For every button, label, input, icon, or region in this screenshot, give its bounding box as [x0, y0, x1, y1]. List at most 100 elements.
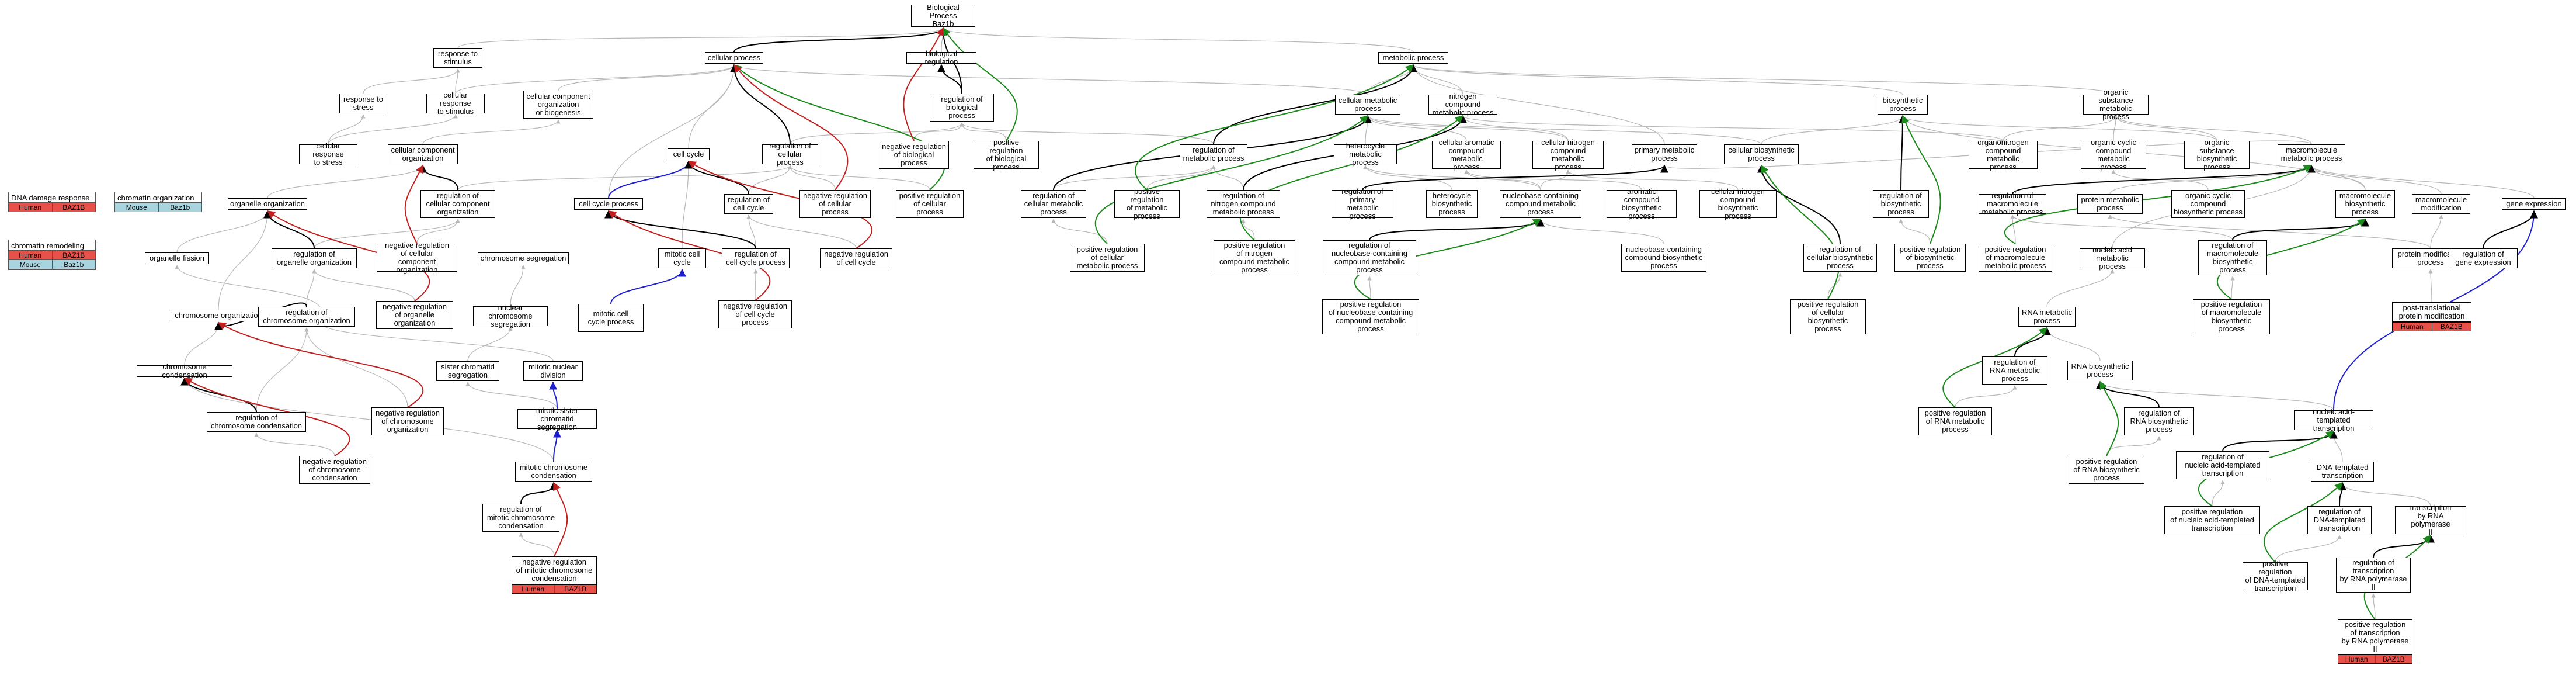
node-cc-org-biogenesis[interactable]: cellular component organization or bioge… [523, 91, 593, 119]
node-reg-rna-bios[interactable]: regulation of RNA biosynthetic process [2124, 407, 2194, 435]
node-pos-reg-met[interactable]: positive regulation of metabolic process [1114, 188, 1180, 220]
node-reg-cell-bios[interactable]: regulation of cellular biosynthetic proc… [1803, 244, 1877, 272]
node-reg-cc-org[interactable]: regulation of cellular component organiz… [420, 190, 495, 218]
node-neg-reg-cellular[interactable]: negative regulation of cellular process [799, 190, 871, 218]
node-pos-reg-macromol-met[interactable]: positive regulation of macromolecule met… [1979, 244, 2052, 272]
node-reg-nucleobase[interactable]: regulation of nucleobase-containing comp… [1323, 240, 1416, 275]
node-metabolic-process[interactable]: metabolic process [1378, 52, 1448, 64]
node-reg-cell-cycle[interactable]: regulation of cell cycle [724, 194, 773, 214]
node-reg-bio-process[interactable]: regulation of biological process [930, 94, 994, 122]
node-nitrogen-compound[interactable]: nitrogen compound metabolic process [1428, 92, 1497, 117]
node-pos-reg-macromol-bios[interactable]: positive regulation of macromolecule bio… [2193, 299, 2270, 334]
node-chromosome-cond[interactable]: chromosome condensation [137, 363, 232, 379]
node-pos-reg-nucleic-templated[interactable]: positive regulation of nucleic acid-temp… [2164, 506, 2260, 534]
node-organelle-org[interactable]: organelle organization [228, 198, 307, 210]
node-reg-chrom-cond[interactable]: regulation of chromosome condensation [207, 412, 306, 432]
node-nucleobase-bios[interactable]: nucleobase-containing compound biosynthe… [1621, 244, 1706, 272]
node-neg-reg-cell-cycle-proc[interactable]: negative regulation of cell cycle proces… [718, 300, 792, 328]
node-neg-reg-mitotic-chrom-cond[interactable]: negative regulation of mitotic chromosom… [512, 556, 597, 584]
node-cellular-response-stress[interactable]: response to stress [339, 94, 387, 113]
node-chromosome-org[interactable]: chromosome organization [171, 310, 266, 321]
node-cellular-metabolic[interactable]: cellular metabolic process [1335, 95, 1400, 115]
node-nuclear-chrom-seg[interactable]: nuclear chromosome segregation [473, 304, 548, 328]
node-organonitrogen[interactable]: organonitrogen compound metabolic proces… [1969, 139, 2038, 171]
node-organelle-fission[interactable]: organelle fission [145, 252, 209, 264]
node-cell-cycle-process[interactable]: cell cycle process [574, 198, 643, 210]
node-heterocycle-bios[interactable]: heterocycle biosynthetic process [1426, 190, 1478, 218]
node-heterocycle-met[interactable]: heterocycle metabolic process [1334, 142, 1397, 167]
node-neg-reg-organelle[interactable]: negative regulation of organelle organiz… [376, 301, 453, 329]
node-rna-bios[interactable]: RNA biosynthetic process [2067, 361, 2133, 380]
node-reg-biosynthetic[interactable]: regulation of biosynthetic process [1873, 190, 1929, 218]
node-biosynthetic[interactable]: biosynthetic process [1878, 95, 1928, 115]
node-mitotic-nuclear-div[interactable]: mitotic nuclear division [523, 361, 583, 381]
node-macromol-bios[interactable]: macromolecule biosynthetic process [2335, 190, 2395, 218]
node-neg-reg-chrom-cond[interactable]: negative regulation of chromosome conden… [299, 456, 370, 484]
node-nucleic-acid-met[interactable]: nucleic acid metabolic process [2080, 246, 2145, 271]
node-reg-primary[interactable]: regulation of primary metabolic process [1332, 188, 1393, 220]
node-reg-organelle-org[interactable]: regulation of organelle organization [272, 248, 357, 268]
node-post-trans[interactable]: post-translational protein modification [2392, 302, 2471, 322]
node-primary-met[interactable]: primary metabolic process [1632, 144, 1697, 164]
node-mitotic-cell-cycle[interactable]: mitotic cell cycle [658, 248, 706, 268]
node-pos-reg-dna-templated[interactable]: positive regulation of DNA-templated tra… [2243, 560, 2308, 593]
node-neg-reg-cell-cycle[interactable]: negative regulation of cell cycle [820, 248, 892, 268]
node-pos-reg-cell-met[interactable]: positive regulation of cellular metaboli… [1070, 244, 1145, 272]
node-cell-nitrogen-bios[interactable]: cellular nitrogen compound biosynthetic … [1699, 188, 1777, 220]
node-pos-reg-rna-met[interactable]: positive regulation of RNA metabolic pro… [1918, 407, 1992, 435]
node-dna-templated[interactable]: DNA-templated transcription [2311, 462, 2374, 482]
node-reg-macromol-met[interactable]: regulation of macromolecule metabolic pr… [1979, 192, 2046, 216]
node-chromosome-seg[interactable]: chromosome segregation [478, 252, 569, 264]
node-reg-metabolic[interactable]: regulation of metabolic process [1180, 144, 1247, 164]
node-gene-expression[interactable]: gene expression [2502, 198, 2566, 210]
node-reg-cellular-process[interactable]: regulation of cellular process [762, 142, 818, 167]
node-neg-reg-cc-org[interactable]: negative regulation of cellular componen… [377, 241, 457, 274]
node-transcription-pol2[interactable]: transcription by RNA polymerase II [2395, 504, 2466, 536]
node-reg-cell-met[interactable]: regulation of cellular metabolic process [1021, 190, 1086, 218]
node-organic-subst-bios[interactable]: organic substance biosynthetic process [2184, 139, 2250, 171]
node-response-to-stimulus[interactable]: response to stimulus [433, 48, 482, 68]
node-cellular-process[interactable]: cellular process [705, 52, 763, 64]
node-macromol-mod[interactable]: macromolecule modification [2412, 194, 2470, 214]
node-macromolecule-met[interactable]: macromolecule metabolic process [2278, 144, 2345, 164]
node-cell-cycle[interactable]: cell cycle [668, 148, 710, 160]
node-cell-aromatic[interactable]: cellular aromatic compound metabolic pro… [1432, 139, 1501, 171]
node-reg-nucleic-templated[interactable]: regulation of nucleic acid-templated tra… [2176, 451, 2269, 479]
node-pos-reg-cell-bios[interactable]: positive regulation of cellular biosynth… [1790, 299, 1866, 334]
node-organic-substance[interactable]: organic substance metabolic process [2083, 88, 2149, 121]
node-reg-mitotic-chrom-cond[interactable]: regulation of mitotic chromosome condens… [482, 504, 559, 532]
node-organic-cyclic[interactable]: organic cyclic compound metabolic proces… [2081, 139, 2146, 171]
node-cc-organization[interactable]: cellular component organization [388, 144, 458, 164]
node-pos-reg-bios[interactable]: positive regulation of biosynthetic proc… [1894, 244, 1966, 272]
node-reg-gene-expr[interactable]: regulation of gene expression [2449, 248, 2518, 268]
node-mitotic-cell-cycle-proc[interactable]: mitotic cell cycle process [578, 304, 644, 332]
node-nucleobase-met[interactable]: nucleobase-containing compound metabolic… [1500, 190, 1581, 218]
node-mitotic-sister[interactable]: mitotic sister chromatid segregation [517, 407, 597, 431]
node-reg-nitrogen[interactable]: regulation of nitrogen compound metaboli… [1207, 190, 1280, 218]
node-protein-met[interactable]: protein metabolic process [2077, 194, 2143, 214]
node-pos-reg-bio[interactable]: positive regulation of biological proces… [974, 139, 1039, 171]
node-reg-cell-cycle-proc[interactable]: regulation of cell cycle process [722, 248, 790, 268]
node-sister-chromatid[interactable]: sister chromatid segregation [436, 361, 499, 381]
node-cell-biosynthetic[interactable]: cellular biosynthetic process [1724, 144, 1799, 164]
node-pos-reg-nitrogen[interactable]: positive regulation of nitrogen compound… [1214, 240, 1295, 275]
node-bp[interactable]: Biological Process Baz1b [911, 4, 975, 28]
node-pos-reg-nucleobase[interactable]: positive regulation of nucleobase-contai… [1322, 299, 1419, 334]
node-reg-rna-met[interactable]: regulation of RNA metabolic process [1982, 356, 2047, 385]
node-pos-reg-rna-bios[interactable]: positive regulation of RNA biosynthetic … [2069, 456, 2144, 484]
node-cellular-response-stimulus[interactable]: cellular response to stimulus [426, 91, 485, 116]
node-reg-chrom-org[interactable]: regulation of chromosome organization [258, 307, 355, 327]
node-nucleic-templated[interactable]: nucleic acid-templated transcription [2294, 408, 2373, 432]
node-cell-nitrogen-met[interactable]: cellular nitrogen compound metabolic pro… [1532, 139, 1604, 171]
node-reg-transcription-pol2[interactable]: regulation of transcription by RNA polym… [2336, 558, 2411, 593]
node-pos-reg-transcription-pol2[interactable]: positive regulation of transcription by … [2338, 619, 2412, 655]
node-pos-reg-cellular[interactable]: positive regulation of cellular process [896, 190, 964, 218]
node-neg-reg-chrom-org[interactable]: negative regulation of chromosome organi… [371, 407, 444, 435]
node-reg-macromol-bios[interactable]: regulation of macromolecule biosynthetic… [2198, 240, 2267, 275]
node-rna-met[interactable]: RNA metabolic process [2018, 307, 2076, 327]
node-neg-reg-bio[interactable]: negative regulation of biological proces… [879, 141, 949, 169]
node-reg-dna-templated[interactable]: regulation of DNA-templated transcriptio… [2307, 506, 2372, 534]
node-mitotic-chrom-cond[interactable]: mitotic chromosome condensation [515, 462, 592, 482]
node-aromatic-bios[interactable]: aromatic compound biosynthetic process [1607, 188, 1677, 220]
node-organic-cyclic-bios[interactable]: organic cyclic compound biosynthetic pro… [2171, 190, 2245, 218]
